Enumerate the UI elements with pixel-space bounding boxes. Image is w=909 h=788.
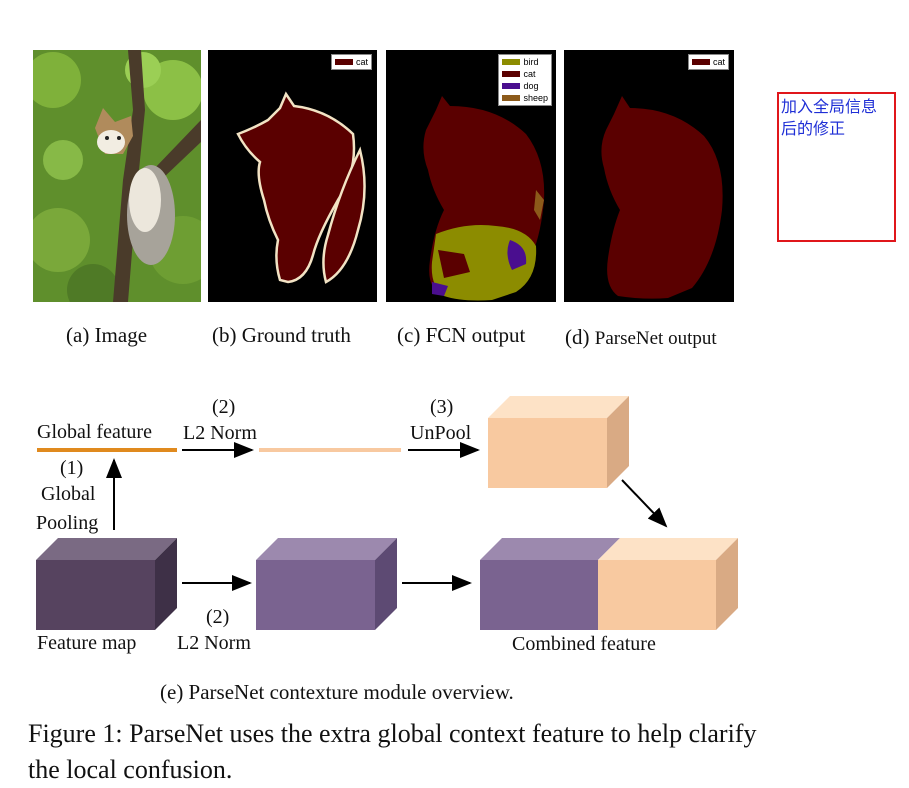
annotation-line-1: 加入全局信息 — [781, 97, 878, 116]
feature-map-label: Feature map — [37, 632, 137, 654]
step3-number: (3) — [430, 396, 454, 418]
step2-number-top: (2) — [212, 396, 236, 418]
legend-label: cat — [712, 57, 725, 67]
parsenet-output-panel: cat — [564, 50, 734, 302]
ground-truth-panel: cat — [208, 50, 377, 302]
parsenet-legend: cat — [687, 54, 729, 70]
contexture-diagram — [36, 396, 738, 630]
caption-text: ParseNet output — [594, 328, 717, 349]
caption-b: (b) Ground truth — [212, 323, 351, 348]
fcn-output-mask — [423, 96, 545, 301]
bird-swatch — [502, 59, 521, 65]
step1-label-line2: Pooling — [36, 512, 99, 534]
caption-prefix: (d) — [565, 325, 590, 349]
diagram-subcaption: (e) ParseNet contexture module overview. — [160, 680, 514, 704]
unpooled-feature-cube — [488, 396, 629, 488]
caption-text: Image — [94, 323, 148, 347]
normalized-feature-cube — [256, 538, 397, 630]
annotation-box: 加入全局信息 后的修正 — [777, 92, 896, 242]
caption-c: (c) FCN output — [397, 323, 525, 348]
step2-label-bottom: L2 Norm — [177, 632, 251, 654]
caption-a: (a) Image — [66, 323, 147, 348]
global-feature-bar — [37, 448, 177, 452]
step1-number: (1) — [60, 457, 84, 479]
step3-label: UnPool — [410, 422, 472, 444]
ground-truth-mask — [236, 91, 366, 284]
cat-swatch — [691, 59, 710, 65]
combined-feature-cube — [480, 538, 738, 630]
feature-map-cube — [36, 538, 177, 630]
cat-swatch — [334, 59, 353, 65]
dog-swatch — [502, 83, 521, 89]
caption-prefix: (c) — [397, 323, 421, 347]
fcn-legend: bird cat dog sheep — [498, 54, 552, 106]
cat-photo — [25, 50, 217, 316]
figure-caption: Figure 1: ParseNet uses the extra global… — [28, 719, 757, 784]
merge-arrow — [621, 479, 668, 528]
cat-swatch — [502, 71, 521, 77]
gt-legend: cat — [330, 54, 372, 70]
step2-label-top: L2 Norm — [183, 422, 257, 444]
sheep-swatch — [502, 95, 521, 101]
step2-number-bottom: (2) — [206, 606, 230, 628]
image-panel — [25, 50, 217, 316]
legend-label: cat — [355, 57, 368, 67]
combined-feature-label: Combined feature — [512, 633, 656, 655]
caption-prefix: (b) — [212, 323, 237, 347]
legend-label: cat — [523, 69, 536, 79]
caption-text: FCN output — [425, 323, 526, 347]
legend-label: bird — [523, 57, 539, 67]
caption-d: (d) ParseNet output — [565, 325, 717, 350]
legend-label: sheep — [523, 93, 548, 103]
annotation-line-2: 后的修正 — [781, 119, 846, 138]
global-feature-label: Global feature — [37, 421, 152, 443]
caption-prefix: (a) — [66, 323, 90, 347]
legend-label: dog — [523, 81, 539, 91]
normalized-global-bar — [259, 448, 401, 452]
caption-text: Ground truth — [241, 323, 351, 347]
fcn-output-panel: bird cat dog sheep — [386, 50, 556, 302]
step1-label-line1: Global — [41, 483, 96, 505]
parsenet-output-mask — [601, 96, 723, 299]
